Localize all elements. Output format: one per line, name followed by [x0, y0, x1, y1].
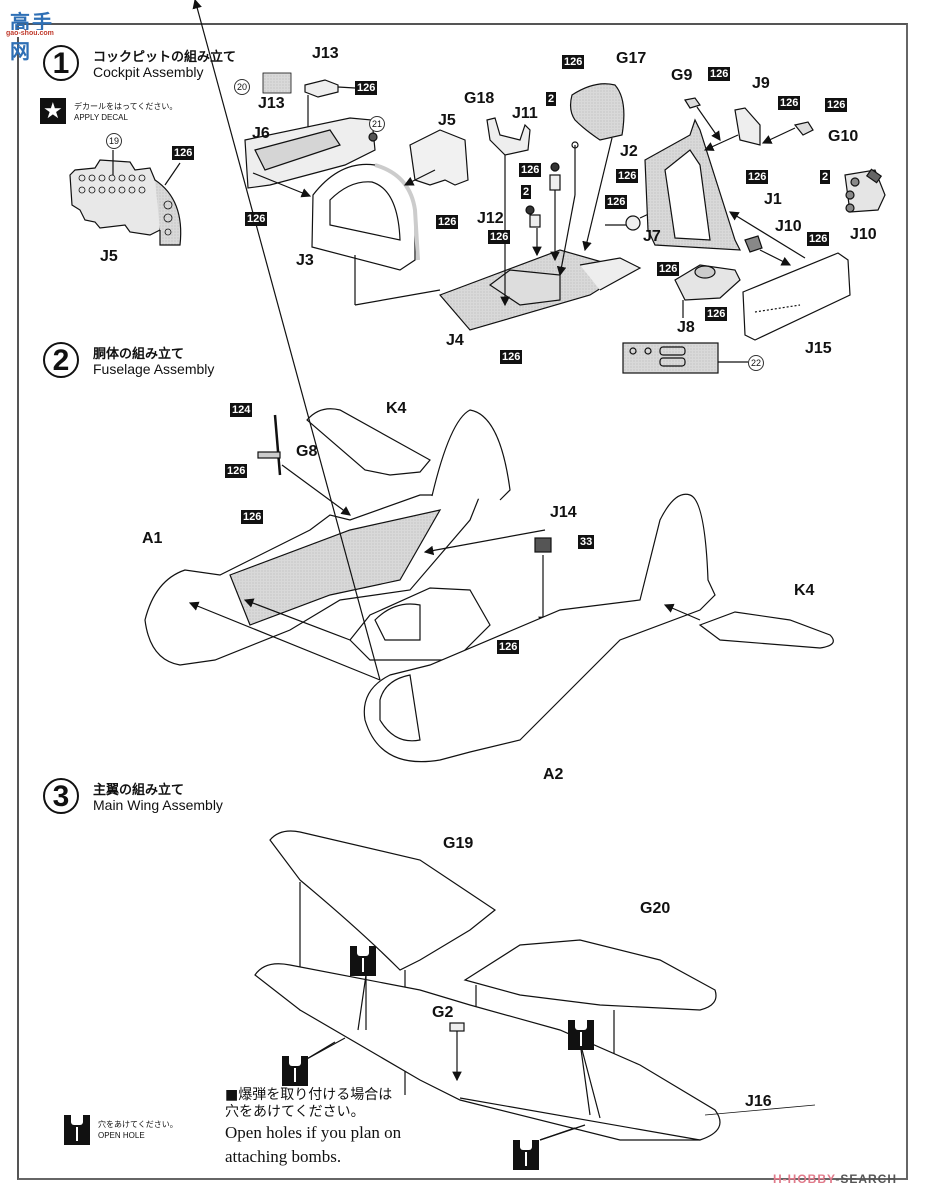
paint-code-badge: 126 [355, 81, 378, 95]
part-label: J3 [296, 252, 314, 269]
part-label: K4 [386, 400, 407, 417]
part-label: G9 [671, 67, 693, 84]
decal-number: 20 [234, 79, 250, 95]
part-label: A1 [142, 530, 163, 547]
legend-text-jp: 穴をあけてください。 [98, 1120, 178, 1129]
paint-code-badge: 126 [500, 350, 523, 364]
paint-code-badge: 126 [616, 169, 639, 183]
part-label: J7 [643, 228, 661, 245]
paint-code-badge: 126 [708, 67, 731, 81]
watermark-title: 高手网 [10, 12, 54, 63]
paint-code-badge: 2 [546, 92, 557, 106]
step-title-en: Cockpit Assembly [93, 64, 204, 80]
step-number: 1 [43, 45, 79, 81]
part-label: G10 [828, 128, 859, 145]
part-label: J8 [677, 319, 695, 336]
drill-icon [282, 1056, 308, 1086]
part-label: G8 [296, 443, 318, 460]
paint-code-badge: 126 [562, 55, 585, 69]
step-number: 2 [43, 342, 79, 378]
part-label: J11 [512, 105, 538, 122]
paint-code-badge: 126 [488, 230, 511, 244]
brand-right: -SEARCH [835, 1172, 898, 1186]
paint-code-badge: 126 [605, 195, 628, 209]
part-label: A2 [543, 766, 564, 783]
paint-code-badge: 126 [225, 464, 248, 478]
part-label: J14 [550, 504, 577, 521]
part-label: J13 [312, 45, 339, 62]
paint-code-badge: 126 [807, 232, 830, 246]
step-title-jp: 主翼の組み立て [93, 782, 185, 797]
step-title-jp: 胴体の組み立て [93, 346, 185, 361]
paint-code-badge: 2 [521, 185, 532, 199]
paint-code-badge: 126 [497, 640, 520, 654]
paint-code-badge: 126 [519, 163, 542, 177]
paint-code-badge: 126 [436, 215, 459, 229]
part-label: J12 [477, 210, 504, 227]
part-label: J10 [850, 226, 877, 243]
part-label: J13 [258, 95, 285, 112]
drill-icon [64, 1115, 90, 1145]
step-number: 3 [43, 778, 79, 814]
step-title-jp: コックピットの組み立て [93, 49, 237, 64]
legend-text-en: OPEN HOLE [98, 1131, 145, 1140]
bomb-holes-note: ■爆弾を取り付ける場合は 穴をあけてください。 Open holes if yo… [225, 1087, 401, 1169]
part-label: K4 [794, 582, 815, 599]
paint-code-badge: 2 [820, 170, 831, 184]
paint-code-badge: 126 [825, 98, 848, 112]
part-label: J2 [620, 143, 638, 160]
paint-code-badge: 126 [746, 170, 769, 184]
part-label: G20 [640, 900, 671, 917]
watermark-logo: 高手网 gao-shou.com [4, 4, 68, 63]
part-label: G2 [432, 1004, 454, 1021]
drill-icon [513, 1140, 539, 1170]
paint-code-badge: 33 [578, 535, 595, 549]
page-frame [17, 23, 908, 1180]
drill-icon [350, 946, 376, 976]
part-label: G17 [616, 50, 647, 67]
note-line-en: Open holes if you plan on [225, 1123, 402, 1142]
part-label: J16 [745, 1093, 772, 1110]
part-label: J9 [752, 75, 770, 92]
decal-number: 21 [369, 116, 385, 132]
part-label: J4 [446, 332, 464, 349]
part-label: J10 [775, 218, 802, 235]
paint-code-badge: 126 [241, 510, 264, 524]
note-line-en: attaching bombs. [225, 1147, 342, 1166]
instrument-panel-j5-drawing [69, 150, 182, 246]
note-line-jp: 穴をあけてください。 [225, 1104, 365, 1120]
part-label: J5 [100, 248, 118, 265]
legend-text-en: APPLY DECAL [74, 113, 128, 122]
drill-icon [568, 1020, 594, 1050]
part-label: J15 [805, 340, 832, 357]
paint-code-badge: 126 [778, 96, 801, 110]
star-icon: ★ [40, 98, 66, 124]
hobby-search-watermark: H-HOBBY-SEARCH [773, 1172, 897, 1186]
paint-code-badge: 126 [657, 262, 680, 276]
decal-number: 22 [748, 355, 764, 371]
step-title-en: Fuselage Assembly [93, 361, 215, 377]
part-label: G18 [464, 90, 495, 107]
part-label: G19 [443, 835, 474, 852]
paint-code-badge: 124 [230, 403, 253, 417]
step-title-en: Main Wing Assembly [93, 797, 223, 813]
watermark-subtitle: gao-shou.com [6, 30, 54, 37]
paint-code-badge: 126 [245, 212, 268, 226]
part-label: J5 [438, 112, 456, 129]
paint-code-badge: 126 [172, 146, 195, 160]
note-line-jp: ■爆弾を取り付ける場合は [225, 1087, 393, 1103]
paint-code-badge: 126 [705, 307, 728, 321]
part-label: J1 [764, 191, 782, 208]
part-label: J6 [252, 125, 270, 142]
legend-text-jp: デカールをはってください。 [74, 102, 178, 111]
brand-left: H-HOBBY [773, 1172, 836, 1186]
decal-number: 19 [106, 133, 122, 149]
